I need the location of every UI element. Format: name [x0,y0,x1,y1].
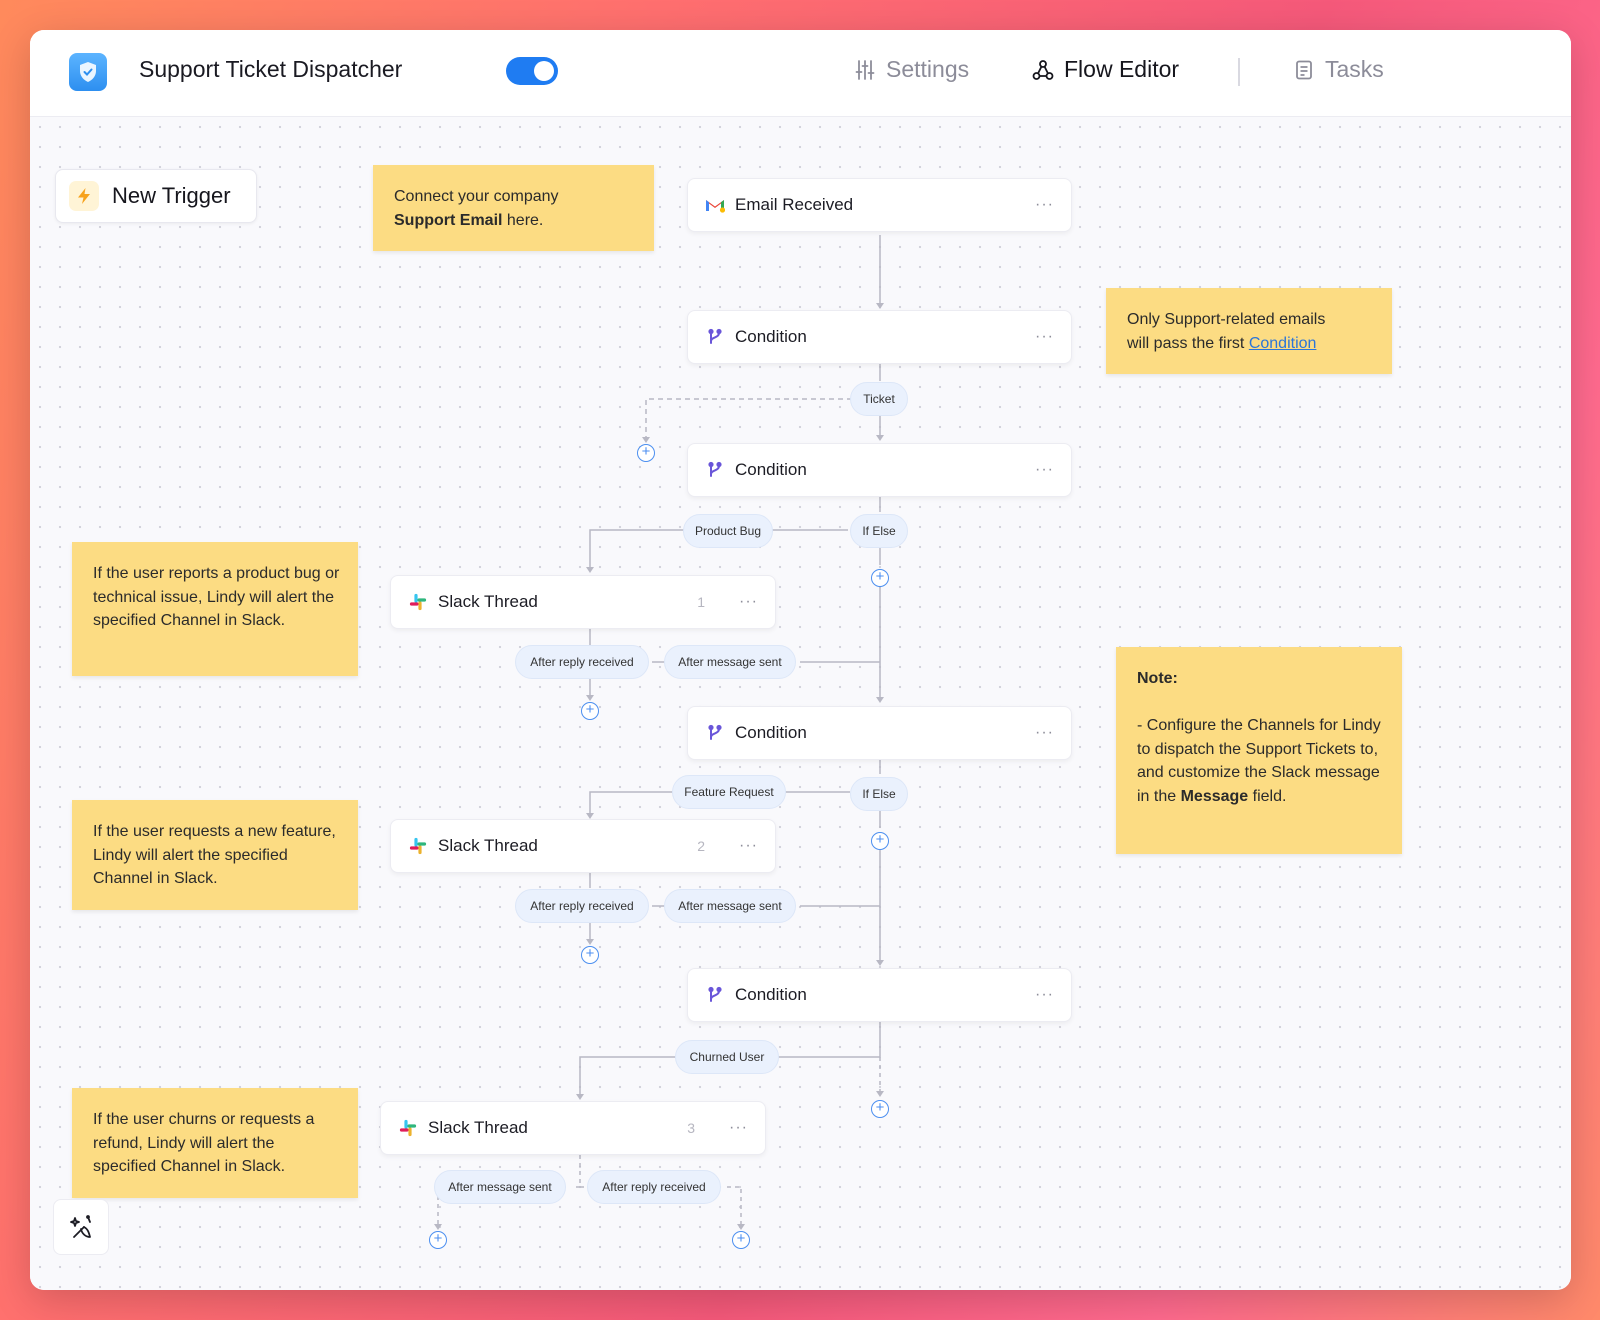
nav-divider [1238,58,1240,86]
node-slack-2-label: Slack Thread [438,836,538,855]
branch-pill-churned-user[interactable]: Churned User [675,1040,779,1074]
branch-pill-ticket[interactable]: Ticket [850,382,908,416]
branch-pill-after-sent[interactable]: After message sent [664,889,796,923]
node-slack-thread-3[interactable]: Slack Thread 3 ··· [380,1101,766,1155]
note-bug-text: If the user reports a product bug or tec… [93,565,340,629]
note-product-bug[interactable]: If the user reports a product bug or tec… [72,542,358,676]
node-email-received[interactable]: Email Received ··· [687,178,1072,232]
flow-canvas[interactable]: New Trigger Connect your company Support… [30,117,1571,1290]
branch-icon [705,460,725,480]
note-feature-request[interactable]: If the user requests a new feature, Lind… [72,800,358,910]
node-condition-1[interactable]: Condition ··· [687,310,1072,364]
node-menu-button[interactable]: ··· [1035,196,1054,213]
note-body-tail: field. [1248,787,1287,805]
note-support-only[interactable]: Only Support-related emails will pass th… [1106,288,1392,374]
tab-tasks-label: Tasks [1325,56,1384,82]
note-connect-tail: here. [502,211,544,229]
node-menu-button[interactable]: ··· [1035,328,1054,345]
node-menu-button[interactable]: ··· [1035,986,1054,1003]
node-condition-2-label: Condition [735,460,807,479]
note-only-line1: Only Support-related emails [1127,311,1326,328]
branch-pill-after-reply[interactable]: After reply received [515,889,649,923]
note-connect-line1: Connect your company [394,188,559,205]
node-menu-button[interactable]: ··· [729,1119,748,1136]
app-window: Support Ticket Dispatcher Settings Flow … [30,30,1571,1290]
branch-pill-after-reply[interactable]: After reply received [587,1170,721,1204]
note-connect-email[interactable]: Connect your company Support Email here. [373,165,654,251]
add-step-button[interactable]: + [871,1100,889,1118]
branch-pill-product-bug[interactable]: Product Bug [683,514,773,548]
magic-wand-icon[interactable] [53,1199,109,1255]
branch-pill-if-else[interactable]: If Else [850,514,908,548]
add-step-button[interactable]: + [429,1231,447,1249]
node-menu-button[interactable]: ··· [739,593,758,610]
note-only-line2: will pass the first [1127,334,1249,352]
node-condition-3-label: Condition [735,723,807,742]
new-trigger-label: New Trigger [112,183,231,208]
node-slack-2-number: 2 [697,838,706,854]
tab-flow-editor-label: Flow Editor [1064,56,1180,82]
slack-icon [408,592,428,612]
lightning-icon [69,181,99,211]
note-churn[interactable]: If the user churns or requests a refund,… [72,1088,358,1198]
node-slack-thread-2[interactable]: Slack Thread 2 ··· [390,819,776,873]
add-step-button[interactable]: + [581,702,599,720]
add-step-button[interactable]: + [871,832,889,850]
flow-connectors [434,235,884,1230]
flow-icon [1032,59,1054,81]
document-icon [1293,59,1315,81]
condition-link[interactable]: Condition [1248,334,1317,352]
node-condition-1-label: Condition [735,327,807,346]
branch-pill-after-sent[interactable]: After message sent [434,1170,566,1204]
branch-pill-feature-request[interactable]: Feature Request [672,775,786,809]
node-condition-2[interactable]: Condition ··· [687,443,1072,497]
node-menu-button[interactable]: ··· [1035,461,1054,478]
tab-settings-label: Settings [886,56,970,82]
node-menu-button[interactable]: ··· [1035,724,1054,741]
shield-icon [69,53,107,91]
add-step-button[interactable]: + [871,569,889,587]
tab-flow-editor[interactable]: Flow Editor [1032,56,1179,83]
note-title: Note: [1137,670,1178,687]
node-condition-4-label: Condition [735,985,807,1004]
add-step-button[interactable]: + [732,1231,750,1249]
node-slack-3-label: Slack Thread [428,1118,528,1137]
note-connect-bold: Support Email [394,211,503,229]
node-slack-1-label: Slack Thread [438,592,538,611]
tab-tasks[interactable]: Tasks [1293,56,1384,83]
note-configure[interactable]: Note: - Configure the Channels for Lindy… [1116,647,1402,854]
note-body: - Configure the Channels for Lindy to di… [1137,717,1381,805]
node-slack-thread-1[interactable]: Slack Thread 1 ··· [390,575,776,629]
branch-icon [705,723,725,743]
node-slack-1-number: 1 [697,594,706,610]
note-feature-text: If the user requests a new feature, Lind… [93,823,336,887]
node-menu-button[interactable]: ··· [739,837,758,854]
note-message-bold: Message [1180,787,1249,805]
node-condition-3[interactable]: Condition ··· [687,706,1072,760]
branch-pill-if-else[interactable]: If Else [850,777,908,811]
new-trigger-button[interactable]: New Trigger [55,169,257,223]
slack-icon [408,836,428,856]
node-email-label: Email Received [735,195,854,214]
add-step-button[interactable]: + [637,444,655,462]
app-title: Support Ticket Dispatcher [139,56,403,82]
node-condition-4[interactable]: Condition ··· [687,968,1072,1022]
top-bar: Support Ticket Dispatcher Settings Flow … [30,30,1571,117]
slack-icon [398,1118,418,1138]
branch-icon [705,985,725,1005]
active-toggle[interactable] [506,57,558,85]
gmail-icon [705,195,725,215]
add-step-button[interactable]: + [581,946,599,964]
branch-pill-after-sent[interactable]: After message sent [664,645,796,679]
branch-pill-after-reply[interactable]: After reply received [515,645,649,679]
sliders-icon [854,59,876,81]
branch-icon [705,327,725,347]
note-churn-text: If the user churns or requests a refund,… [93,1111,315,1175]
node-slack-3-number: 3 [687,1120,696,1136]
tab-settings[interactable]: Settings [854,56,969,83]
